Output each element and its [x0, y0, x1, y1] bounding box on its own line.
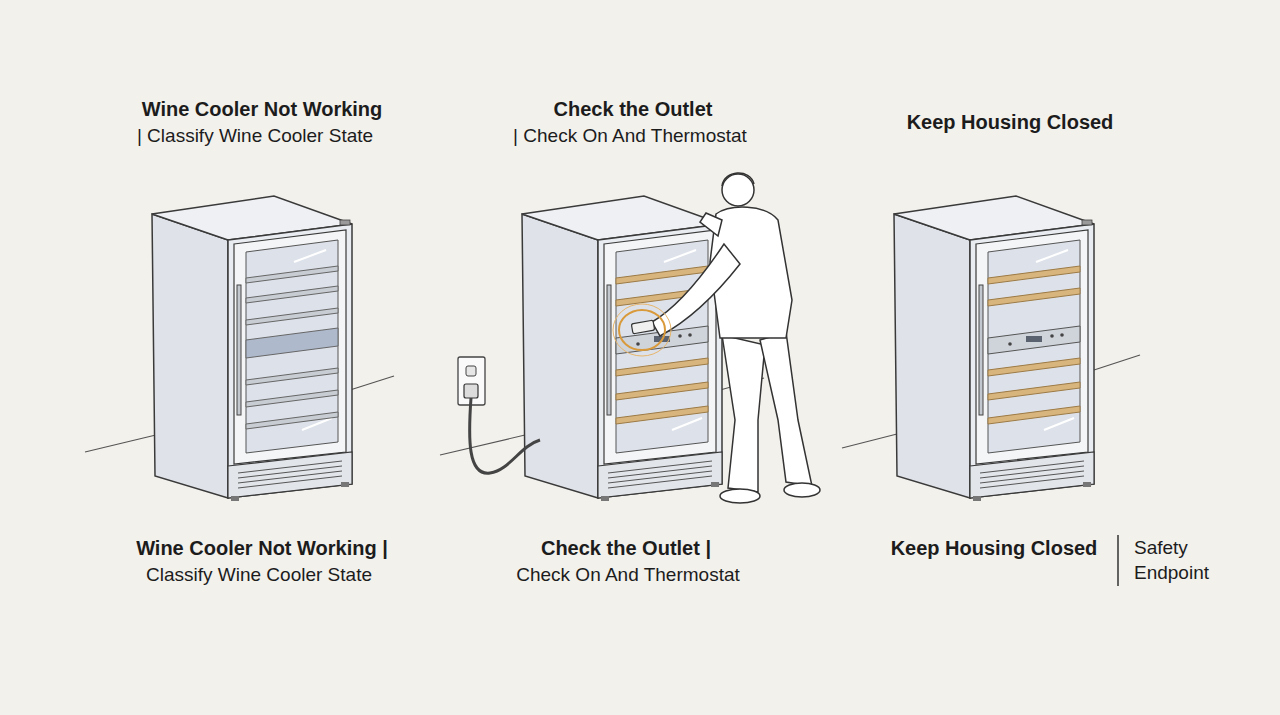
highlight-circle: [613, 304, 671, 356]
person-arm: [700, 213, 722, 236]
power-cord: [470, 398, 540, 473]
person-head: [722, 174, 754, 206]
handheld-tester: [631, 320, 654, 334]
socket: [466, 366, 476, 376]
person-leg: [760, 332, 812, 486]
cooler-shelves: [246, 266, 338, 429]
panel-subheading: | Classify Wine Cooler State: [137, 124, 373, 149]
wine-cooler: [152, 196, 352, 501]
cooler-shelves: [988, 266, 1080, 424]
wine-cooler: [894, 196, 1094, 501]
panel-heading: Wine Cooler Not Working: [142, 96, 383, 122]
floor-line: [350, 376, 394, 390]
person-hair: [722, 173, 754, 186]
caption-text: Check On And Thermostat: [516, 563, 740, 588]
caption-heading: Check the Outlet |: [541, 535, 711, 561]
caption-text: Classify Wine Cooler State: [146, 563, 372, 588]
highlight-circle: [619, 310, 665, 350]
caption-heading: Wine Cooler Not Working |: [136, 535, 388, 561]
floor-line: [85, 434, 160, 452]
person-shoe: [720, 489, 760, 503]
panel-subheading: | Check On And Thermostat: [513, 124, 747, 149]
person-arm: [652, 244, 740, 336]
panel-heading: Check the Outlet: [554, 96, 713, 122]
separator-bar: [1117, 535, 1119, 586]
person-shoe: [784, 483, 820, 497]
caption-text: Safety Endpoint: [1134, 536, 1234, 585]
wine-cooler: [522, 196, 722, 501]
panel-heading: Keep Housing Closed: [907, 109, 1114, 135]
floor-line: [842, 434, 897, 448]
floor-line: [1094, 355, 1140, 370]
floor-line: [440, 435, 525, 455]
caption-heading: Keep Housing Closed: [891, 535, 1098, 561]
wall-outlet: [458, 357, 485, 405]
plug: [464, 384, 478, 398]
person-leg: [722, 335, 765, 492]
